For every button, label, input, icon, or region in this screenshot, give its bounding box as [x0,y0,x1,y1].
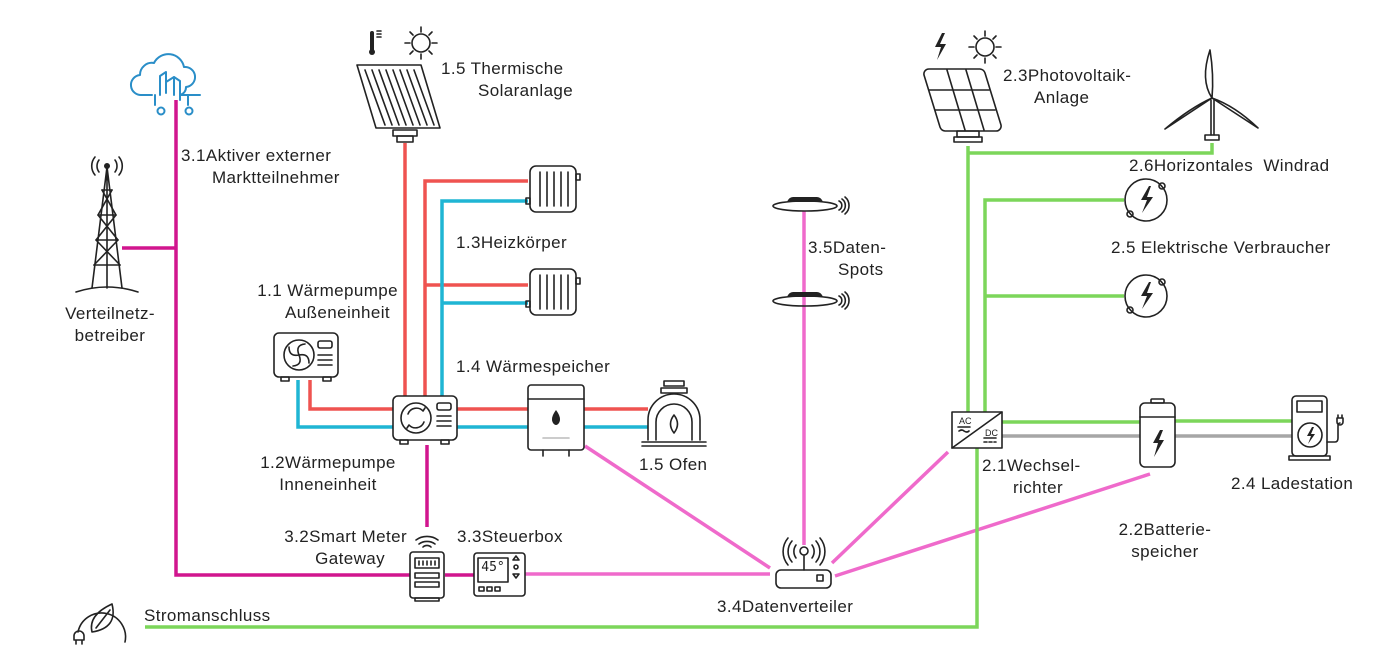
line-battery-to-router [834,472,1151,578]
radiator-icon [525,165,581,213]
label-radiators: 1.3Heizkörper [456,233,568,252]
label-line: Solaranlage [478,81,574,100]
label-line: 2.3Photovoltaik- [1003,66,1132,85]
battery-icon [1139,398,1176,468]
label-line: 2.2Batterie- [1118,520,1212,539]
label-line: Gateway [315,549,385,568]
label-data-spots: 3.5Daten- Spots [808,237,886,281]
label-control-box: 3.3Steuerbox [457,527,563,546]
label-line: speicher [1131,542,1199,561]
label-power-connection: Stromanschluss [144,606,271,625]
heat-pump-fan-icon [273,332,339,382]
line-outdoor-return [296,380,393,429]
wind-turbine-icon [1164,49,1259,141]
solar-panel-icon [923,30,1002,143]
label-market-participant: 3.1Aktiver externer Marktteilnehmer [181,145,340,189]
line-grid-connection [145,445,979,629]
label-data-distributor: 3.4Datenverteiler [717,597,854,616]
label-charging-station: 2.4 Ladestation [1231,474,1354,493]
line-inverter-to-charger [1001,419,1292,424]
inverter-ac-label: AC [959,416,972,426]
line-consumers-bus [983,198,1124,412]
solar-thermal-collector-icon [356,26,441,143]
label-line: Marktteilnehmer [212,168,340,187]
label-line: Anlage [1034,88,1090,107]
thermostat-icon [473,552,526,597]
router-icon [775,537,832,589]
data-spot-icon [772,196,850,215]
label-line: Inneneinheit [279,475,377,494]
label-wind-turbine: 2.6Horizontales Windrad [1129,156,1330,175]
label-line: Spots [838,260,884,279]
label-heat-pump-indoor: 1.2Wärmepumpe Inneneinheit [248,452,408,496]
connections [122,100,1292,629]
label-photovoltaic: 2.3Photovoltaik- Anlage [1003,65,1131,109]
electric-consumer-icon [1124,274,1168,318]
thermostat-display: 45° [481,560,505,575]
label-line: 1.5 Thermische [441,59,564,78]
cloud-city-icon [130,53,201,116]
heat-pump-cycle-icon [392,395,458,445]
label-electric-consumers: 2.5 Elektrische Verbraucher [1111,238,1331,257]
label-line: Verteilnetz- [65,304,155,323]
radiator-icon [525,268,581,316]
label-line: 3.1Aktiver externer [181,146,332,165]
label-line: 1.2Wärmepumpe [260,453,396,472]
label-line: 3.5Daten- [808,238,887,257]
label-oven: 1.5 Ofen [639,455,708,474]
label-line: richter [1013,478,1064,497]
label-inverter: 2.1Wechsel- richter [982,455,1081,499]
label-line: 2.1Wechsel- [982,456,1081,475]
label-heat-storage: 1.4 Wärmespeicher [456,357,611,376]
electric-consumer-icon [1124,178,1168,222]
label-grid-operator: Verteilnetz- betreiber [40,303,180,347]
label-solar-thermal: 1.5 Thermische Solaranlage [441,58,573,102]
label-line: 1.1 Wärmepumpe [257,281,398,300]
inverter-dc-label: DC [985,428,998,438]
smart-meter-icon [409,535,445,602]
boiler-flame-icon [527,384,585,457]
line-outdoor-supply [308,380,393,411]
line-storage-to-router [584,444,771,570]
label-smart-meter: 3.2Smart Meter Gateway [230,526,407,570]
line-inverter-to-router [830,450,950,565]
label-line: Außeneinheit [285,303,390,322]
charging-station-icon [1288,395,1344,461]
label-line: betreiber [74,326,146,345]
data-spot-icon [772,291,850,310]
label-line: 3.2Smart Meter [284,527,407,546]
label-battery: 2.2Batterie- speicher [1095,519,1235,563]
green-power-plug-icon [73,603,127,645]
line-cloud-to-meter [174,100,410,577]
oven-icon [641,380,707,447]
transmission-tower-icon [75,156,139,293]
line-wind-to-pv [968,143,1214,155]
line-radiator-return [440,199,528,396]
inverter-ac-dc-icon [951,411,1003,449]
label-heat-pump-outdoor: 1.1 Wärmepumpe Außeneinheit [228,280,398,324]
